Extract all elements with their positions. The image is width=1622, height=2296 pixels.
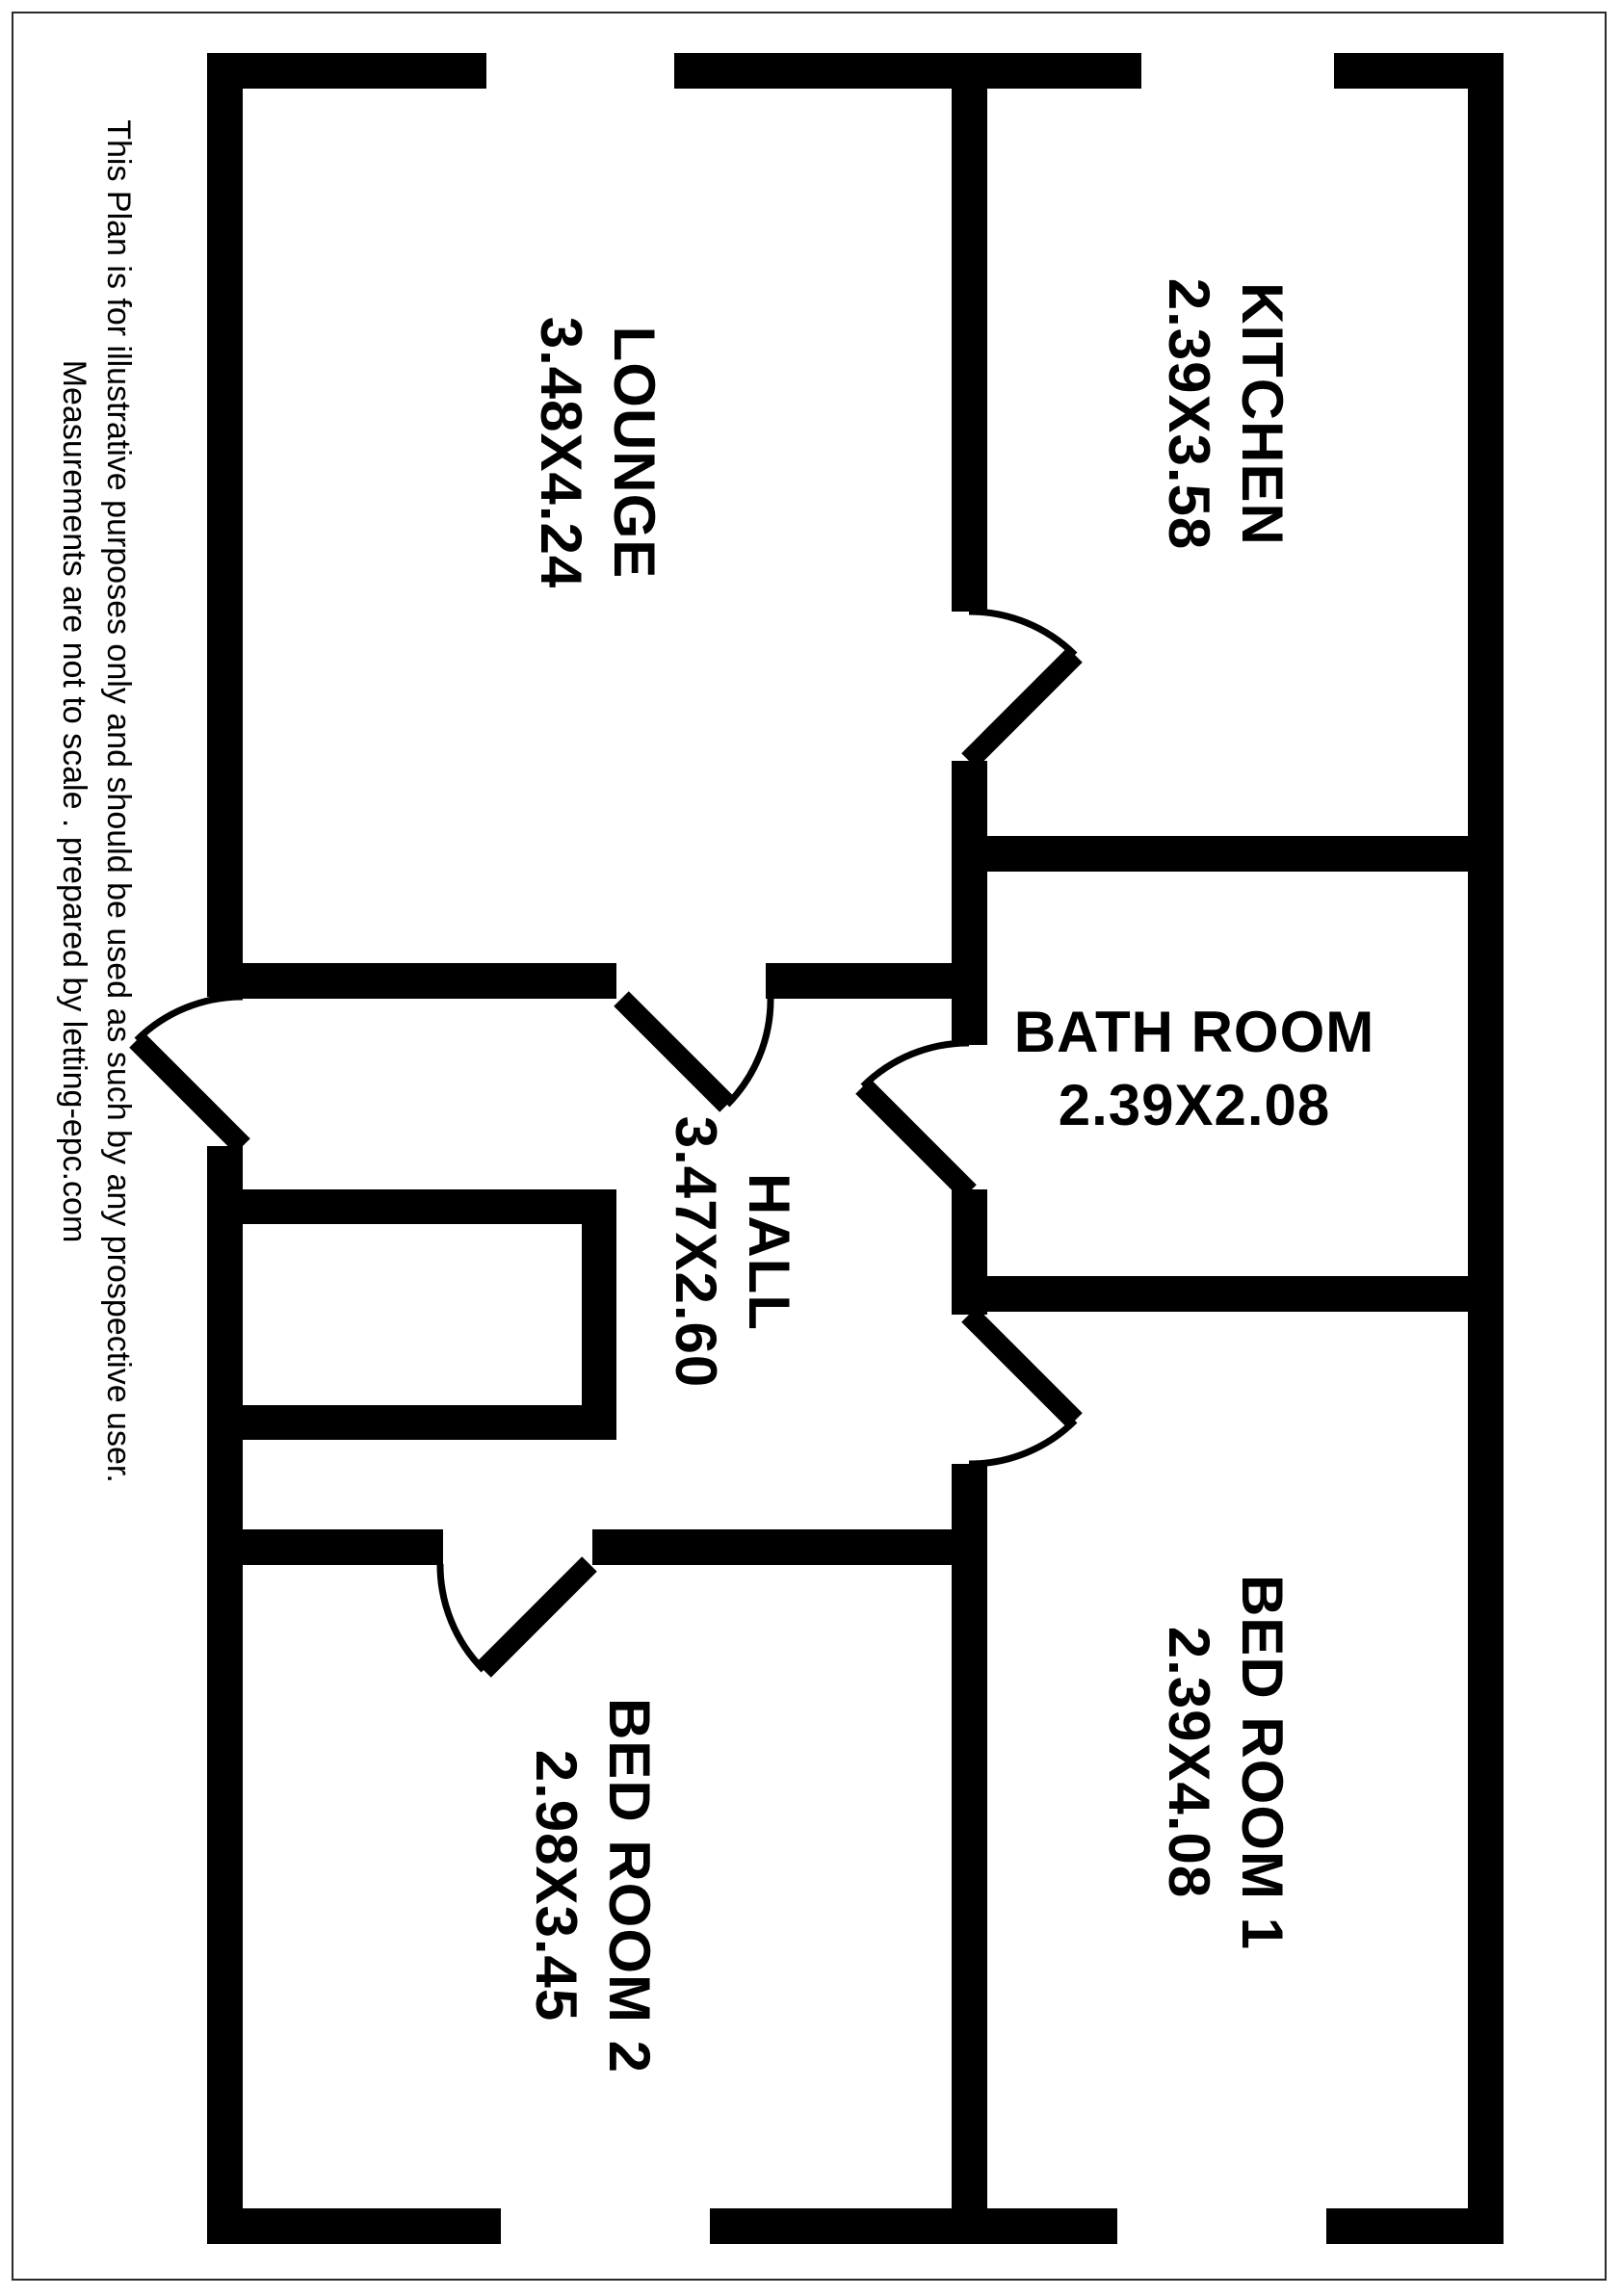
bedroom2-door-leaf: [476, 1556, 597, 1678]
outer-wall-left-segment: [207, 1146, 243, 2244]
room-name: BED ROOM 1: [1230, 1574, 1295, 1951]
outer-wall-right: [1468, 53, 1504, 2244]
bathroom-bedroom1-wall: [952, 1276, 1504, 1312]
room-name: LOUNGE: [602, 326, 667, 580]
lounge-door-arc: [724, 998, 774, 1108]
bedroom1-door-arc: [968, 1418, 1078, 1468]
room-dimensions: 2.39X2.08: [1058, 1073, 1331, 1137]
kitchen-bathroom-wall: [952, 836, 1504, 872]
entrance-door-leaf: [129, 1032, 250, 1154]
room-label-bathroom: BATH ROOM 2.39X2.08: [905, 996, 1483, 1142]
room-name: KITCHEN: [1230, 282, 1295, 546]
room-label-bedroom1: BED ROOM 1 2.39X4.08: [1152, 1474, 1298, 2051]
hall-bedroom2-wall: [592, 1529, 987, 1565]
kitchen-door-arc: [968, 608, 1078, 658]
hall-bedroom2-wall: [243, 1529, 443, 1565]
entrance-door-arc: [134, 993, 244, 1043]
room-label-bedroom2: BED ROOM 2 2.98X3.45: [519, 1597, 666, 2175]
room-dimensions: 3.48X4.24: [529, 316, 593, 589]
cupboard-wall-top: [243, 1189, 616, 1224]
bedroom1-door-leaf: [961, 1307, 1083, 1428]
bathroom-door-arc: [860, 1039, 970, 1089]
room-dimensions: 2.39X3.58: [1157, 277, 1221, 551]
cupboard-wall-bottom: [243, 1405, 616, 1440]
outer-wall-top-segment: [674, 53, 1141, 89]
outer-wall-bottom-segment: [710, 2208, 1117, 2244]
lounge-door-leaf: [614, 991, 735, 1112]
kitchen-door-leaf: [961, 647, 1083, 769]
cupboard-wall-right: [582, 1224, 616, 1405]
room-label-lounge: LOUNGE 3.48X4.24: [524, 164, 670, 742]
room-name: BED ROOM 2: [597, 1697, 662, 2074]
lounge-hall-wall: [243, 963, 616, 999]
room-label-kitchen: KITCHEN 2.39X3.58: [1152, 125, 1298, 703]
outer-wall-left-segment: [207, 53, 243, 997]
lounge-hall-wall: [766, 963, 987, 999]
room-name: HALL: [737, 1173, 801, 1331]
bathroom-door-leaf: [855, 1079, 977, 1200]
divider-wall-segment: [952, 89, 987, 612]
page-border: [12, 12, 1607, 2281]
room-dimensions: 3.47X2.60: [664, 1115, 728, 1389]
outer-wall-top-segment: [207, 53, 486, 89]
divider-wall-segment: [952, 1464, 987, 2208]
room-dimensions: 2.98X3.45: [524, 1749, 589, 2022]
room-dimensions: 2.39X4.08: [1157, 1626, 1221, 1899]
room-name: BATH ROOM: [1013, 1000, 1375, 1064]
room-label-hall: HALL 3.47X2.60: [659, 963, 805, 1541]
outer-wall-bottom-segment: [207, 2208, 501, 2244]
bedroom2-door-arc: [436, 1563, 486, 1673]
